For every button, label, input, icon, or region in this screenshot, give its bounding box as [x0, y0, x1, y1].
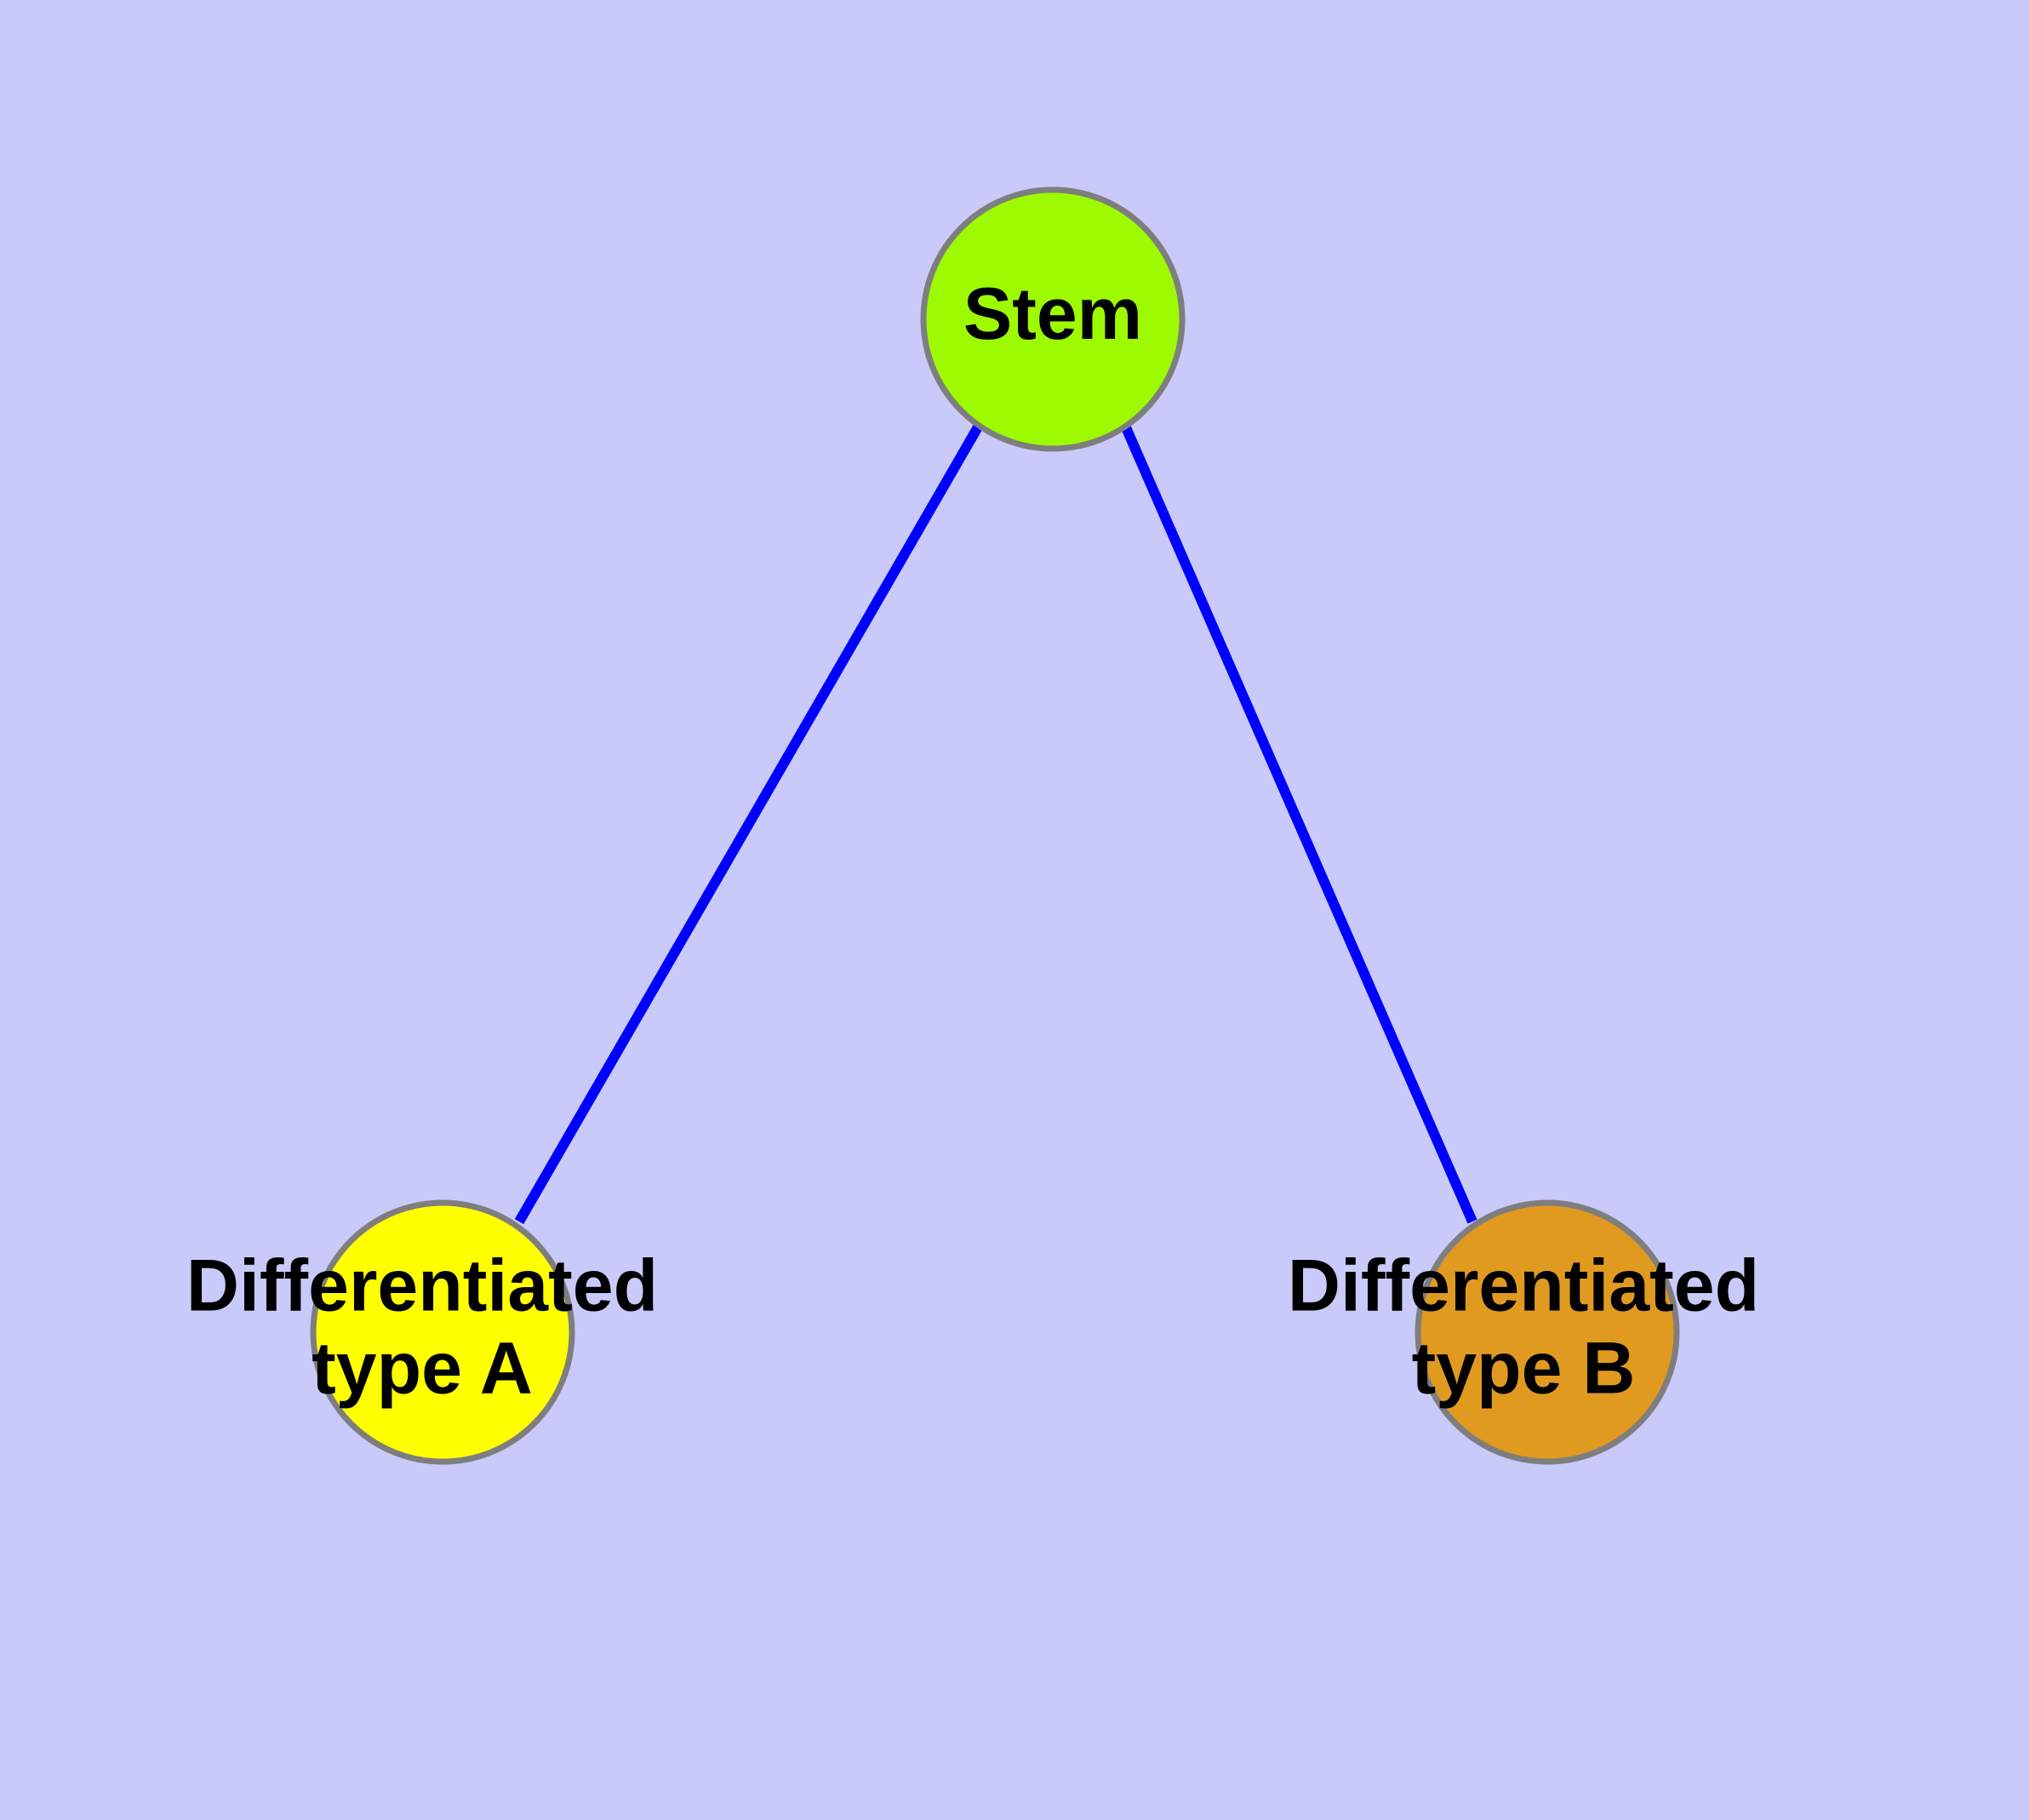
node-diff_b[interactable] — [1415, 1199, 1680, 1465]
node-stem[interactable] — [920, 186, 1186, 452]
edges-layer — [514, 422, 1477, 1225]
node-diff_a[interactable] — [310, 1199, 575, 1465]
node-label-stem: Stem — [963, 273, 1142, 355]
node-label-line: Stem — [963, 273, 1142, 355]
node-label-line: Differentiated — [186, 1245, 658, 1326]
nodes-layer — [310, 186, 1680, 1465]
edge-stem-diff_b[interactable] — [1120, 423, 1477, 1224]
edge-stem-diff_a[interactable] — [514, 422, 984, 1225]
node-label-line: type B — [1412, 1327, 1636, 1409]
node-label-line: Differentiated — [1288, 1245, 1759, 1326]
node-label-line: type A — [311, 1327, 533, 1409]
